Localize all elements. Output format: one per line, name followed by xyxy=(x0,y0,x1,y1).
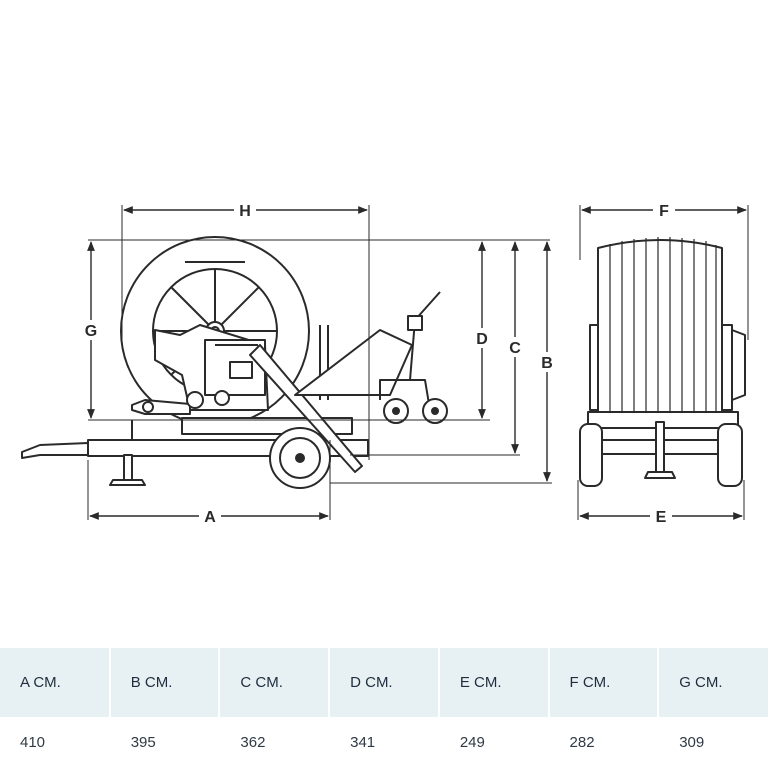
header-c: C CM. xyxy=(218,648,330,718)
support-leg xyxy=(123,454,133,484)
dim-label-d: D xyxy=(476,331,488,348)
dim-label-e: E xyxy=(656,509,667,526)
dim-label-g: G xyxy=(85,323,97,340)
drum-hose-lines xyxy=(609,237,717,412)
dimension-lines xyxy=(87,205,749,520)
header-e: E CM. xyxy=(437,648,549,718)
header-f: F CM. xyxy=(547,648,659,718)
drum-front xyxy=(597,239,723,413)
value-g: 309 xyxy=(657,717,768,768)
value-e: 249 xyxy=(437,717,549,768)
side-view xyxy=(21,236,448,489)
spec-header-row: A CM. B CM. C CM. D CM. E CM. F CM. G CM… xyxy=(0,648,768,718)
value-f: 282 xyxy=(547,717,659,768)
header-a: A CM. xyxy=(0,648,110,718)
dim-label-c: C xyxy=(509,340,521,357)
header-d: D CM. xyxy=(328,648,439,718)
hose-guide-frame xyxy=(294,329,413,396)
header-b: B CM. xyxy=(108,648,220,718)
dim-label-h: H xyxy=(239,203,251,220)
front-support-leg xyxy=(655,421,665,473)
value-c: 362 xyxy=(218,717,330,768)
chassis-wheel-inner xyxy=(279,437,321,479)
value-b: 395 xyxy=(108,717,220,768)
spec-value-row: 410 395 362 341 249 282 309 xyxy=(0,717,768,768)
support-arm xyxy=(249,344,363,473)
front-wheel-left xyxy=(579,423,603,487)
value-a: 410 xyxy=(20,734,46,752)
front-view xyxy=(579,237,746,487)
tow-bar xyxy=(21,442,89,459)
dim-label-a: A xyxy=(204,509,216,526)
dim-label-f: F xyxy=(659,203,669,220)
machine-dimension-diagram: H G D C B A F E xyxy=(21,203,749,526)
dimension-spec-table: A CM. B CM. C CM. D CM. E CM. F CM. G CM… xyxy=(0,648,768,768)
header-g: G CM. xyxy=(657,648,768,718)
dim-label-b: B xyxy=(541,355,553,372)
front-wheel-right xyxy=(717,423,743,487)
value-d: 341 xyxy=(328,717,439,768)
